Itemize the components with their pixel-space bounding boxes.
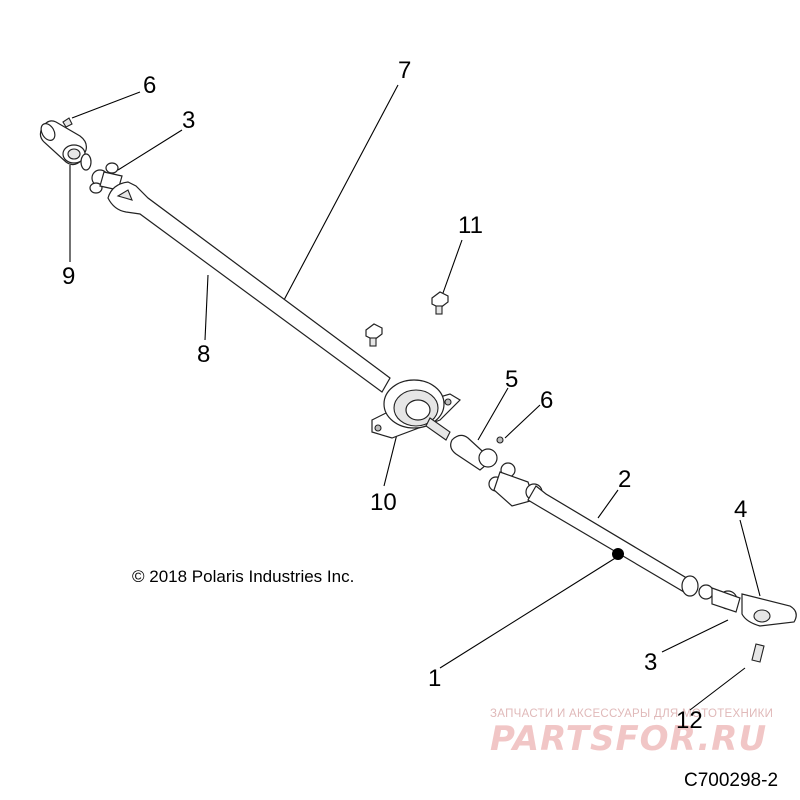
callout-4: 4 — [734, 496, 747, 523]
leader-3a — [117, 129, 183, 171]
leader-4 — [739, 519, 761, 597]
callout-3-lower: 3 — [644, 649, 657, 676]
leader-6a — [71, 91, 141, 119]
leader-1 — [439, 556, 618, 669]
copyright-notice: © 2018 Polaris Industries Inc. — [132, 567, 354, 586]
callout-3-upper: 3 — [182, 107, 195, 134]
bolt-lower — [365, 323, 383, 347]
carrier-bearing — [371, 379, 461, 441]
callout-8: 8 — [197, 341, 210, 368]
rear-propshaft — [527, 485, 699, 597]
leader-12 — [689, 667, 746, 711]
leader-2 — [597, 489, 619, 519]
weld-dot — [612, 548, 624, 560]
callout-labels: 6 3 7 9 11 8 5 6 10 2 4 1 3 12 — [62, 57, 747, 734]
leader-8 — [204, 274, 209, 341]
callout-7: 7 — [398, 57, 411, 84]
end-yoke — [741, 593, 797, 627]
callout-9: 9 — [62, 263, 75, 290]
grease-fitting-upper — [62, 117, 73, 128]
callout-2: 2 — [618, 466, 631, 493]
callout-5: 5 — [505, 366, 518, 393]
leader-10 — [383, 429, 399, 487]
leader-7 — [283, 84, 399, 301]
leader-5 — [477, 387, 509, 441]
watermark-logo: PARTSFOR.RU — [490, 719, 767, 759]
callout-1: 1 — [428, 665, 441, 692]
roll-pin — [751, 643, 765, 663]
callout-12: 12 — [676, 707, 703, 734]
rear-slip-yoke — [450, 434, 504, 471]
leader-11 — [442, 239, 463, 294]
document-number: C700298-2 — [684, 770, 778, 791]
watermark: ЗАПЧАСТИ И АКСЕССУАРЫ ДЛЯ МОТОТЕХНИКИ PA… — [490, 708, 773, 759]
watermark-tagline: ЗАПЧАСТИ И АКСЕССУАРЫ ДЛЯ МОТОТЕХНИКИ — [490, 708, 773, 720]
callout-10: 10 — [370, 489, 397, 516]
front-propshaft — [107, 181, 391, 393]
callout-11: 11 — [458, 212, 483, 239]
u-joint-lower — [698, 584, 741, 613]
leader-lines — [69, 84, 761, 711]
slip-yoke-upper — [39, 120, 92, 171]
leader-6b — [504, 404, 541, 439]
leader-3b — [661, 619, 729, 653]
callout-6-upper: 6 — [143, 72, 156, 99]
callout-6-center: 6 — [540, 387, 553, 414]
bolt-upper — [431, 291, 449, 315]
